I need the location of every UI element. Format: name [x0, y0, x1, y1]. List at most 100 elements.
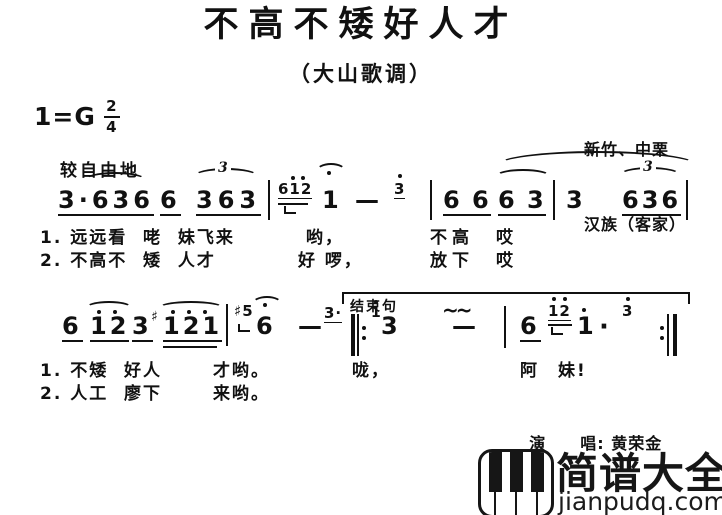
page-title: 不高不矮好人才	[203, 4, 519, 45]
piano-key-divider	[494, 492, 496, 515]
note-fermata: 6	[256, 312, 277, 340]
lyric-verse2-line1-part2: 好 啰，	[298, 251, 363, 271]
note-single: 3	[132, 312, 153, 342]
slur-arc	[86, 301, 132, 314]
grace-hook	[551, 327, 563, 335]
lyric-verse1-line2: 1. 不矮 好人	[40, 361, 163, 381]
barline	[686, 180, 688, 220]
note-group: 121	[163, 312, 223, 342]
grace-note: 3	[622, 302, 634, 320]
note-single: 3	[566, 186, 587, 214]
notation-line-2: 6 12 3 ♯ 121 ♯5 6 — 3· 结束句 1 3 ~~ —	[0, 292, 722, 356]
octave-dot	[301, 176, 305, 180]
note-single: 6	[62, 312, 83, 342]
lyric-verse2-line1-part3: 放下	[430, 251, 474, 271]
lyric-verse2-line1: 2. 不高不 矮 人才	[40, 251, 216, 271]
grace-notes: ♯5	[234, 302, 254, 320]
watermark: 简谱大全 jianpudq.com	[478, 446, 722, 515]
grace-beam-line	[548, 324, 572, 326]
subtitle: （大山歌调）	[289, 61, 433, 86]
octave-dot	[398, 174, 402, 178]
octave-dot	[582, 308, 586, 312]
lyric-verse1-line1-part2: 哟，	[306, 228, 344, 248]
lyric-verse2-line2: 2. 人工 廖下	[40, 384, 163, 404]
lyric-verse1-line1-part4: 哎	[496, 228, 515, 248]
fermata-arc	[316, 163, 346, 179]
lyric-verse2-line2-part2: 来哟。	[213, 384, 270, 404]
performer-credit: 演 唱: 黄荣金	[503, 411, 662, 473]
grace-notes: 12	[548, 302, 571, 321]
barline	[430, 180, 432, 220]
note-group: 6 3	[498, 186, 546, 216]
octave-dot	[626, 297, 630, 301]
key-signature: 1=G 2 4	[34, 99, 120, 135]
performer-name: 黄荣金	[611, 434, 663, 453]
piano-black-key	[489, 452, 502, 492]
lyric-verse1-line1: 1. 远远看 咾 妹飞来	[40, 228, 235, 248]
lyric-verse1-line2-part2: 才哟。	[213, 361, 270, 381]
watermark-site-url: jianpudq.com	[558, 487, 722, 515]
notation-line-1: 3·636 6 363 3 612 1 — 3 6 6 6 3 3 636 3	[0, 151, 722, 234]
barline	[504, 306, 506, 348]
grace-note: 3	[394, 180, 406, 199]
lyric-verse1-line1-part3: 不高	[430, 228, 474, 248]
piano-black-key	[531, 452, 544, 492]
ending-bracket	[342, 292, 690, 304]
lyric-verse2-line1-part4: 哎	[496, 251, 515, 271]
trill-mark: ~~	[442, 298, 472, 322]
slur-arc	[159, 301, 223, 314]
piano-key-divider	[515, 492, 517, 515]
phrase-slur-arc	[497, 151, 697, 179]
repeat-end-thin-bar	[667, 314, 669, 356]
repeat-dot	[660, 326, 664, 330]
triplet-number: 3	[215, 161, 231, 175]
beam-line	[163, 346, 217, 348]
note-single: 6	[520, 312, 541, 342]
duration-dash: —	[298, 312, 326, 340]
note-single: 6	[160, 186, 181, 216]
grace-note: 3·	[324, 304, 343, 323]
duration-dash: —	[355, 186, 383, 214]
repeat-dot	[362, 326, 366, 330]
grace-note: 1	[371, 305, 382, 321]
octave-dot	[171, 310, 175, 314]
piano-black-key	[510, 452, 523, 492]
region-line-2: 汉族（客家）	[584, 215, 687, 234]
note-group: 636	[622, 186, 682, 216]
performer-label: 演 唱:	[529, 434, 605, 453]
repeat-dot	[660, 336, 664, 340]
time-signature: 2 4	[103, 97, 120, 136]
octave-dot	[374, 300, 378, 304]
grace-hook	[284, 206, 296, 214]
note-group: 12	[90, 312, 130, 342]
barline	[553, 180, 555, 220]
note-group: 6 6	[443, 186, 491, 216]
octave-dot	[113, 310, 117, 314]
ending-label: 结束句	[350, 299, 398, 315]
barline	[226, 304, 228, 346]
lyric-verse1-line2-part4: 阿 妹!	[520, 361, 587, 381]
meter-numerator: 2	[106, 97, 118, 115]
repeat-end-thick-bar	[673, 314, 677, 356]
triplet-number: 3	[640, 160, 656, 174]
piano-key-divider	[536, 492, 538, 515]
repeat-dot	[362, 336, 366, 340]
note-single: 3	[381, 312, 402, 340]
meter-fraction-bar	[103, 115, 120, 118]
grace-hook	[238, 324, 250, 332]
octave-dot	[563, 297, 567, 301]
octave-dot	[203, 310, 207, 314]
octave-dot	[291, 176, 295, 180]
augmentation-dot: ·	[599, 312, 609, 342]
note-single: 1	[577, 312, 598, 340]
meter-denominator: 4	[106, 117, 118, 136]
fermata-dot	[263, 303, 267, 307]
barline	[268, 180, 270, 220]
fermata-dot	[327, 171, 331, 175]
lyric-verse1-line2-part3: 咙，	[352, 361, 390, 381]
octave-dot	[97, 310, 101, 314]
repeat-start-thick-bar	[351, 314, 355, 356]
repeat-start-thin-bar	[357, 314, 359, 356]
key-text: 1=G	[34, 102, 96, 132]
